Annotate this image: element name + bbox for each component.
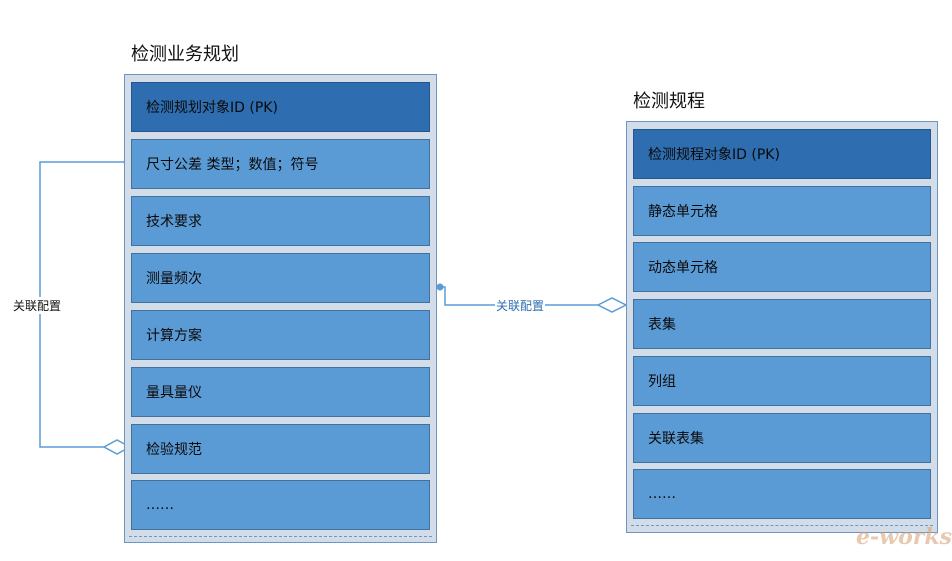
left-connector-label: 关联配置 [13, 297, 62, 314]
ework-watermark-logo: e-works [856, 524, 952, 550]
right-field-pk: 检测规程对象ID (PK) [633, 129, 931, 179]
between-connector-label: 关联配置 [495, 297, 546, 314]
left-field-calc-scheme: 计算方案 [131, 310, 430, 360]
right-field-static-cell: 静态单元格 [633, 186, 931, 236]
right-entity-dashed-divider [631, 525, 933, 526]
left-entity-dashed-divider [129, 536, 432, 537]
left-field-tech-requirement: 技术要求 [131, 196, 430, 246]
right-field-more: …… [633, 469, 931, 519]
left-entity-title: 检测业务规划 [131, 44, 239, 65]
right-entity-box: 检测规程对象ID (PK) 静态单元格 动态单元格 表集 列组 关联表集 …… [626, 121, 938, 533]
left-field-measure-frequency: 测量频次 [131, 253, 430, 303]
right-field-table-set: 表集 [633, 299, 931, 349]
left-field-inspection-spec: 检验规范 [131, 424, 430, 474]
left-entity-box: 检测规划对象ID (PK) 尺寸公差 类型；数值；符号 技术要求 测量频次 计算… [124, 74, 437, 543]
right-field-column-group: 列组 [633, 356, 931, 406]
left-field-more: …… [131, 480, 430, 530]
right-field-dynamic-cell: 动态单元格 [633, 242, 931, 292]
left-field-gauges: 量具量仪 [131, 367, 430, 417]
between-connector-aggregation-diamond [596, 297, 628, 313]
left-field-pk: 检测规划对象ID (PK) [131, 82, 430, 132]
between-connector-start-dot [436, 283, 444, 291]
right-field-linked-table-set: 关联表集 [633, 413, 931, 463]
left-field-tolerance: 尺寸公差 类型；数值；符号 [131, 139, 430, 189]
right-entity-title: 检测规程 [633, 91, 705, 112]
